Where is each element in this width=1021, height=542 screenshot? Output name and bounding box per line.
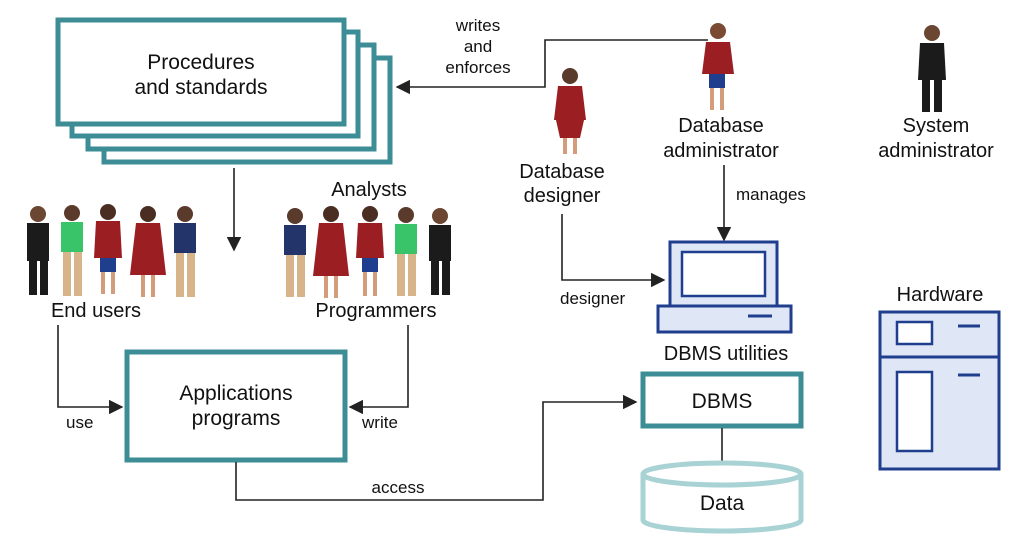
- person-icon: [174, 206, 196, 297]
- procedures-standards-stack: Procedures and standards: [55, 17, 393, 165]
- edge-label-enforces: enforces: [445, 58, 510, 77]
- edge-label-manages: manages: [736, 185, 806, 204]
- analysts-programmers-group-icon: [284, 206, 451, 298]
- procedures-label-line2: and standards: [134, 76, 267, 99]
- edge-manages: manages: [716, 165, 806, 242]
- system-administrator-label-line1: System: [903, 115, 970, 137]
- end-users-group-icon: [27, 204, 196, 297]
- edge-label-designer: designer: [560, 289, 626, 308]
- analysts-label: Analysts: [331, 179, 407, 201]
- person-icon: [284, 208, 306, 297]
- dbms-utilities-label: DBMS utilities: [664, 343, 788, 365]
- edge-label-use: use: [66, 413, 93, 432]
- edge-label-writes: writes: [455, 16, 500, 35]
- person-icon: [130, 206, 166, 297]
- edge-write: write: [348, 325, 409, 432]
- edge-label-and: and: [464, 37, 492, 56]
- procedures-label-line1: Procedures: [147, 51, 254, 74]
- database-designer-label-line2: designer: [524, 185, 601, 207]
- edge-label-access: access: [372, 478, 425, 497]
- end-users-label: End users: [51, 300, 141, 322]
- programmers-label: Programmers: [315, 300, 436, 322]
- dbms-label: DBMS: [692, 390, 753, 413]
- database-administrator-person-icon: [702, 23, 734, 110]
- person-icon: [313, 206, 349, 298]
- applications-label-line2: programs: [192, 407, 281, 430]
- edge-label-write: write: [361, 413, 398, 432]
- database-designer-label-line1: Database: [519, 161, 605, 183]
- applications-label-line1: Applications: [179, 382, 292, 405]
- edge-use: use: [57, 325, 124, 432]
- computer-monitor-icon: [656, 240, 793, 334]
- person-icon: [61, 205, 83, 296]
- edge-access: access: [235, 394, 638, 501]
- data-label: Data: [700, 492, 745, 515]
- edge-writes-enforces: writes and enforces: [395, 16, 708, 95]
- person-icon: [27, 206, 49, 295]
- database-administrator-label-line1: Database: [678, 115, 764, 137]
- data-cylinder-icon: Data: [640, 460, 804, 534]
- hardware-server-icon: [878, 310, 1001, 471]
- person-icon: [94, 204, 122, 294]
- database-administrator-label-line2: administrator: [663, 140, 779, 162]
- hardware-label: Hardware: [897, 284, 984, 306]
- person-icon: [395, 207, 417, 296]
- system-administrator-label-line2: administrator: [878, 140, 994, 162]
- database-designer-person-icon: [554, 68, 586, 154]
- applications-programs-box: Applications programs: [124, 349, 348, 463]
- person-icon: [356, 206, 384, 296]
- system-administrator-person-icon: [918, 25, 946, 112]
- edge-designer: designer: [560, 214, 666, 308]
- person-icon: [429, 208, 451, 295]
- dbms-box: DBMS: [640, 371, 804, 429]
